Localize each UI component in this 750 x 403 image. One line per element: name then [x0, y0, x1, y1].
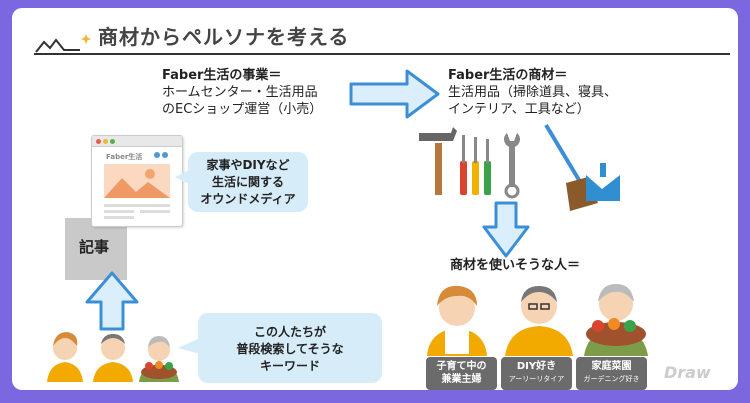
persona-gardener-sub: ガーデニング好き [583, 375, 640, 383]
persona-gardener-illustration [584, 284, 648, 356]
browser-circle-icon [162, 152, 168, 158]
broom-dustpan-illustration [544, 123, 620, 211]
text-line-placeholder [104, 216, 134, 219]
persona-caption-mother: 子育て中の 兼業主婦 [426, 357, 497, 390]
browser-close-dot-icon [96, 139, 101, 144]
media-site-brand: Faber生活 [106, 153, 143, 161]
down-arrow [482, 201, 530, 258]
browser-circle-icon [154, 152, 160, 158]
article-label: 記事 [79, 238, 110, 256]
slide-card: 商材からペルソナを考える Faber生活の事業＝ ホームセンター・生活用品 のE… [12, 8, 738, 390]
article-box: 記事 [65, 218, 127, 280]
media-bubble-line3: オウンドメディア [200, 192, 296, 206]
persona-mother-sub: 兼業主婦 [441, 374, 482, 385]
browser-maximize-dot-icon [110, 139, 115, 144]
persona-gardener-main: 家庭菜園 [591, 361, 632, 372]
products-line1: 生活用品（掃除道具、寝具、 [448, 85, 618, 100]
hero-image-icon [104, 164, 170, 198]
text-line-placeholder [104, 210, 134, 213]
keyword-bubble-line1: この人たちが [253, 325, 326, 339]
page-title: 商材からペルソナを考える [98, 25, 350, 49]
business-line1: ホームセンター・生活用品 [162, 85, 318, 100]
persona-mother-illustration [427, 285, 487, 356]
business-text: Faber生活の事業＝ ホームセンター・生活用品 のECショップ運営（小売） [162, 67, 322, 118]
keyword-bubble: この人たちが 普段検索してそうな キーワード [198, 313, 382, 383]
tools-illustration [419, 127, 520, 199]
title-underline [34, 53, 730, 55]
products-label: Faber生活の商材＝ [448, 68, 568, 83]
products-text: Faber生活の商材＝ 生活用品（掃除道具、寝具、 インテリア、工具など） [448, 67, 617, 118]
media-bubble: 家事やDIYなど 生活に関する オウンドメディア [188, 152, 308, 212]
up-arrow [85, 271, 139, 331]
persona-mother-main: 子育て中の [436, 361, 487, 372]
keyword-bubble-line3: キーワード [259, 359, 320, 373]
text-line-placeholder [104, 204, 170, 207]
media-bubble-line2: 生活に関する [211, 175, 284, 189]
media-bubble-tail [175, 169, 191, 185]
watermark: Draw [664, 363, 711, 382]
persona-caption-diy: DIY好き アーリーリタイア [501, 357, 572, 390]
cat-doodle-icon [35, 34, 91, 53]
browser-minimize-dot-icon [103, 139, 108, 144]
text-line-placeholder [140, 210, 170, 213]
products-line2: インテリア、工具など） [448, 102, 590, 117]
keyword-bubble-tail [178, 338, 200, 354]
media-bubble-line1: 家事やDIYなど [206, 158, 290, 172]
business-label: Faber生活の事業＝ [162, 68, 282, 83]
keyword-bubble-line2: 普段検索してそうな [236, 342, 344, 356]
persona-diy-sub: アーリーリタイア [508, 375, 565, 383]
right-arrow [349, 69, 440, 119]
persona-diy-main: DIY好き [516, 361, 557, 372]
browser-titlebar [92, 136, 182, 147]
business-line2: のECショップ運営（小売） [162, 102, 323, 117]
small-personas-illustration [47, 332, 179, 382]
persona-caption-gardener: 家庭菜園 ガーデニング好き [576, 357, 647, 390]
persona-diy-man-illustration [505, 286, 573, 356]
users-label: 商材を使いそうな人＝ [450, 258, 581, 273]
media-site-mockup: Faber生活 [91, 135, 183, 227]
